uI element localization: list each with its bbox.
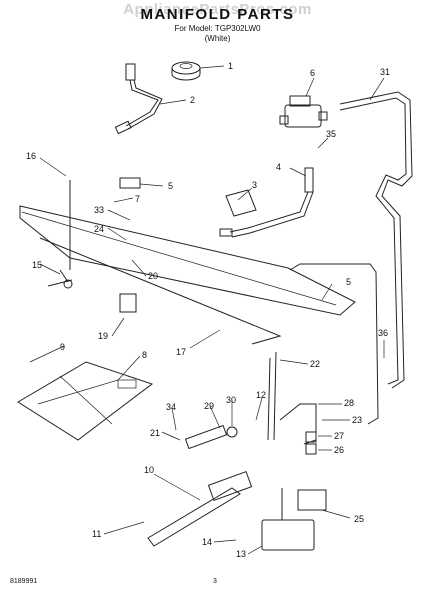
callout-3: 3 — [252, 180, 257, 190]
callout-21: 21 — [150, 428, 160, 438]
callout-15: 15 — [32, 260, 42, 270]
callout-11: 11 — [92, 529, 101, 539]
callout-5-lower: 5 — [346, 277, 351, 287]
callout-19: 19 — [98, 331, 108, 341]
part-right-burner-tube — [219, 167, 314, 238]
callout-27: 27 — [334, 431, 344, 441]
part-heat-shield — [17, 361, 154, 441]
callout-10: 10 — [144, 465, 154, 475]
callout-13: 13 — [236, 549, 246, 559]
model-line: For Model: TGP302LW0 — [174, 24, 261, 33]
callout-34: 34 — [166, 402, 176, 412]
callout-25: 25 — [354, 514, 364, 524]
document-number: 8189991 — [10, 578, 38, 585]
color-line: (White) — [204, 34, 231, 43]
part-burner-cap — [171, 61, 201, 81]
callout-leaders — [29, 65, 385, 555]
callout-24: 24 — [94, 224, 104, 234]
callout-9: 9 — [60, 342, 65, 352]
callout-26: 26 — [334, 445, 344, 455]
callout-1: 1 — [228, 61, 233, 71]
page-title: MANIFOLD PARTS — [140, 6, 295, 23]
page-number: 3 — [213, 578, 217, 585]
callout-14: 14 — [202, 537, 212, 547]
page-header: MANIFOLD PARTS For Model: TGP302LW0 (Whi… — [0, 6, 435, 44]
callout-5-upper: 5 — [168, 181, 173, 191]
callout-20: 20 — [148, 271, 158, 281]
watermark: AppliancePartsPros.com — [123, 1, 312, 18]
callout-4: 4 — [276, 162, 281, 172]
part-valves — [147, 403, 327, 551]
callout-30: 30 — [226, 395, 236, 405]
callout-8: 8 — [142, 350, 147, 360]
callout-7: 7 — [135, 194, 140, 204]
part-gas-line — [339, 91, 413, 389]
callout-33: 33 — [94, 205, 104, 215]
callout-28: 28 — [344, 398, 354, 408]
callout-36: 36 — [378, 328, 388, 338]
part-manifold-assembly — [19, 177, 379, 441]
callout-29: 29 — [204, 401, 214, 411]
part-top-burner-tube — [114, 63, 163, 135]
callout-31: 31 — [380, 67, 390, 77]
callout-16: 16 — [26, 151, 36, 161]
callout-35: 35 — [326, 129, 336, 139]
callout-17: 17 — [176, 347, 186, 357]
callout-12: 12 — [256, 390, 266, 400]
callout-23: 23 — [352, 415, 362, 425]
callout-labels: 1 2 3 4 5 5 6 7 8 9 10 11 12 13 14 15 16… — [26, 61, 390, 559]
callout-22: 22 — [310, 359, 320, 369]
callout-2: 2 — [190, 95, 195, 105]
callout-6: 6 — [310, 68, 315, 78]
part-pressure-regulator — [279, 95, 328, 128]
